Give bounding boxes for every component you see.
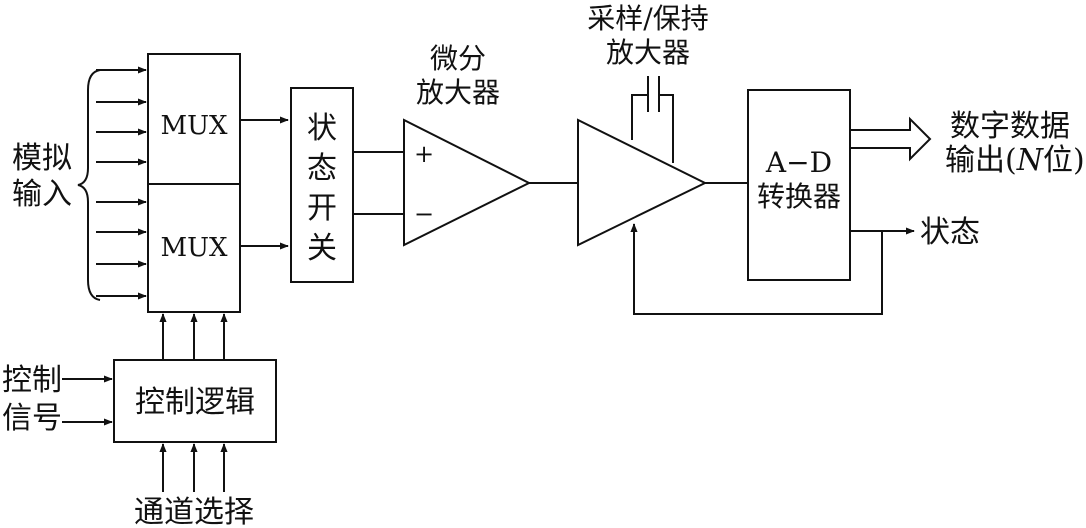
adc-block — [747, 89, 851, 281]
channel-select-arrows — [159, 443, 228, 492]
control-to-mux-arrows — [159, 313, 228, 360]
digital-output-prefix: 输出( — [945, 143, 1017, 178]
status-switch-char-3: 开 — [307, 191, 337, 226]
digital-output-suffix: 位) — [1043, 143, 1085, 178]
analog-input-arrows — [96, 66, 147, 300]
status-switch-char-1: 状 — [307, 111, 337, 146]
sample-hold-capacitor — [631, 76, 674, 163]
digital-output-label-line2: 输出(N位) — [945, 143, 1085, 178]
differential-amplifier-triangle — [403, 118, 532, 247]
control-signal-label-line1: 控制 — [2, 363, 62, 398]
status-switch-block — [290, 87, 354, 283]
control-signal-label-line2: 信号 — [2, 401, 62, 436]
adc-label-line2: 转换器 — [757, 180, 841, 213]
adc-label-line1: A−D — [765, 146, 832, 179]
analog-input-label-line1: 模拟 — [12, 141, 72, 176]
analog-input-brace — [77, 69, 101, 301]
channel-select-label: 通道选择 — [134, 495, 254, 528]
mux-bottom-block — [147, 183, 241, 313]
sample-hold-label-line1: 采样/保持 — [587, 2, 708, 35]
sample-hold-amplifier-triangle — [577, 118, 708, 247]
sample-hold-label-line2: 放大器 — [606, 36, 690, 69]
diffamp-plus-sign: + — [414, 140, 434, 168]
status-output-label: 状态 — [920, 215, 980, 250]
diff-amp-label-line1: 微分 — [430, 42, 486, 75]
status-feedback-line — [630, 223, 883, 315]
mux-bottom-label: MUX — [160, 233, 228, 263]
analog-input-label-line2: 输入 — [12, 177, 72, 212]
status-switch-char-2: 态 — [307, 151, 337, 186]
digital-output-arrow — [850, 116, 932, 162]
diffamp-minus-sign: − — [414, 200, 434, 228]
digital-output-label-line1: 数字数据 — [950, 109, 1070, 144]
mux-top-label: MUX — [160, 111, 228, 141]
control-logic-label: 控制逻辑 — [135, 385, 255, 420]
diff-amp-label-line2: 放大器 — [416, 76, 500, 109]
digital-output-n: N — [1016, 143, 1045, 178]
status-switch-char-4: 关 — [307, 231, 337, 266]
